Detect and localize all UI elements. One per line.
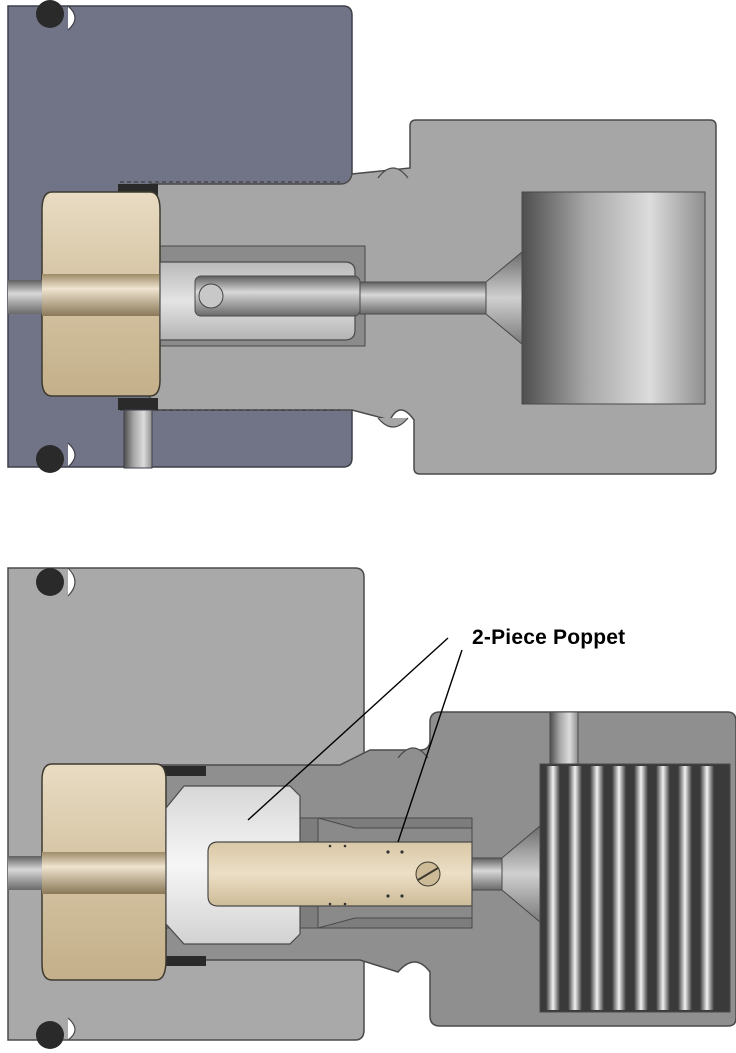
top-poppet-cross-hole [198,283,224,309]
bottom-housing-notch-upper [67,567,76,597]
bottom-brass-nut-bore [42,852,166,894]
bottom-poppet-holes [328,844,404,906]
bottom-oring-upper [36,568,64,596]
bottom-seal-upper [160,766,206,776]
top-oring-lower [36,445,64,473]
top-fitting-groove-lower [377,417,409,428]
bottom-threaded-bore [539,763,731,1013]
top-brass-nut-bore [42,274,160,316]
bottom-poppet-pin-slot [417,867,439,881]
top-inlet-tube [8,280,42,314]
bottom-inlet-tube [8,856,42,890]
bottom-fitting-groove-upper [397,747,429,759]
top-housing-notch-upper [67,5,76,31]
top-housing-notch-lower [67,442,76,468]
callout-leader-line-sleeve [247,637,449,821]
top-fitting-groove-upper [377,167,409,179]
top-oring-upper [36,0,64,28]
top-outlet-rod [359,281,489,315]
callout-label-two-piece-poppet: 2-Piece Poppet [472,626,626,649]
bottom-valve-section [7,567,736,1049]
bottom-top-port [549,711,579,765]
top-outlet-bore [521,191,706,405]
bottom-housing-notch-lower [67,1017,76,1041]
bottom-poppet-stem [207,841,473,907]
bottom-oring-lower [36,1021,64,1049]
top-drain-tube [123,409,153,469]
bottom-outlet-rod [471,857,505,891]
top-seal-lower [118,398,158,410]
bottom-seal-lower [160,956,206,966]
top-valve-section [7,0,717,475]
callout-leader-line-stem [397,649,463,843]
